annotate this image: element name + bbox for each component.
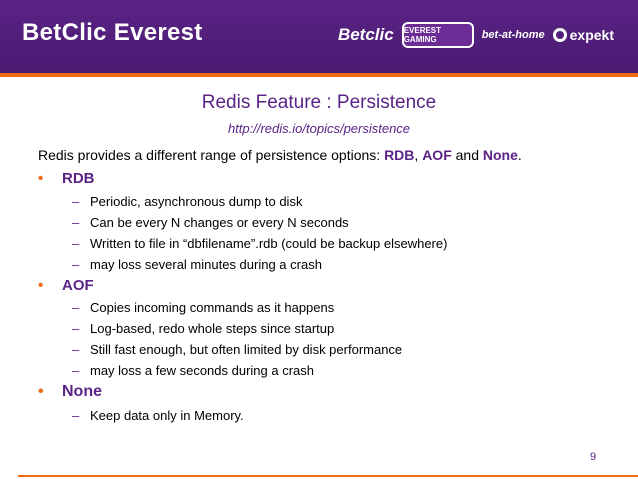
list-item: –Still fast enough, but often limited by… <box>72 342 402 357</box>
intro-option-aof: AOF <box>422 147 452 163</box>
dash-glyph: – <box>72 342 80 357</box>
intro-option-rdb: RDB <box>384 147 415 163</box>
header-title: BetClic Everest <box>22 19 203 46</box>
footer-accent-line <box>18 475 638 477</box>
slide-title: Redis Feature : Persistence <box>201 92 437 113</box>
header-band: BetClic Everest Betclic EVEREST GAMING b… <box>0 0 638 73</box>
intro-sep-2: and <box>451 147 483 163</box>
intro-text: Redis provides a different range of pers… <box>38 147 522 163</box>
list-item: –may loss several minutes during a crash <box>72 257 322 272</box>
bullet-glyph: • <box>38 170 44 187</box>
dash-glyph: – <box>72 194 80 209</box>
intro-suffix: . <box>517 147 522 163</box>
betclic-logo: Betclic <box>337 25 394 44</box>
intro-sep-1: , <box>414 147 423 163</box>
everest-gaming-logo: EVEREST GAMING <box>401 22 474 48</box>
list-item-text: Written to file in “dbfilename”.rdb (cou… <box>90 236 448 251</box>
list-item: –Copies incoming commands as it happens <box>72 300 334 315</box>
dash-glyph: – <box>72 363 80 378</box>
bullet-rdb: • RDB <box>38 170 95 187</box>
list-item: –Periodic, asynchronous dump to disk <box>72 194 302 209</box>
list-item-text: Can be every N changes or every N second… <box>90 215 349 230</box>
bullet-none: • None <box>38 383 102 401</box>
list-item: –Written to file in “dbfilename”.rdb (co… <box>72 236 447 251</box>
list-item-text: Copies incoming commands as it happens <box>90 300 335 315</box>
bullet-glyph: • <box>38 383 44 400</box>
slide-url[interactable]: http://redis.io/topics/persistence <box>227 121 411 136</box>
dash-glyph: – <box>72 321 80 336</box>
list-item-text: Log-based, redo whole steps since startu… <box>90 321 335 336</box>
dash-glyph: – <box>72 408 80 423</box>
dash-glyph: – <box>72 215 80 230</box>
bet-at-home-logo: bet-at-home <box>481 28 545 41</box>
list-item-text: Keep data only in Memory. <box>90 408 244 423</box>
list-item: –may loss a few seconds during a crash <box>72 363 314 378</box>
expekt-logo-text: expekt <box>569 27 614 43</box>
bullet-label: RDB <box>62 170 95 187</box>
brand-logos: Betclic EVEREST GAMING bet-at-home expek… <box>338 20 614 50</box>
list-item-text: Periodic, asynchronous dump to disk <box>90 194 303 209</box>
dash-glyph: – <box>72 300 80 315</box>
expekt-logo: expekt <box>552 27 614 43</box>
dash-glyph: – <box>72 257 80 272</box>
bullet-label: None <box>62 383 102 400</box>
list-item: –Keep data only in Memory. <box>72 408 244 423</box>
intro-option-none: None <box>482 147 518 163</box>
list-item: –Log-based, redo whole steps since start… <box>72 321 334 336</box>
list-item-text: may loss a few seconds during a crash <box>90 363 314 378</box>
expekt-mark-icon <box>552 28 567 42</box>
list-item-text: Still fast enough, but often limited by … <box>90 342 403 357</box>
list-item-text: may loss several minutes during a crash <box>90 257 322 272</box>
bullet-aof: • AOF <box>38 277 94 294</box>
page-number: 9 <box>590 451 597 463</box>
bullet-glyph: • <box>38 277 44 294</box>
dash-glyph: – <box>72 236 80 251</box>
list-item: –Can be every N changes or every N secon… <box>72 215 349 230</box>
bullet-label: AOF <box>62 277 94 294</box>
intro-prefix: Redis provides a different range of pers… <box>38 147 385 163</box>
header-accent-line <box>0 73 638 77</box>
